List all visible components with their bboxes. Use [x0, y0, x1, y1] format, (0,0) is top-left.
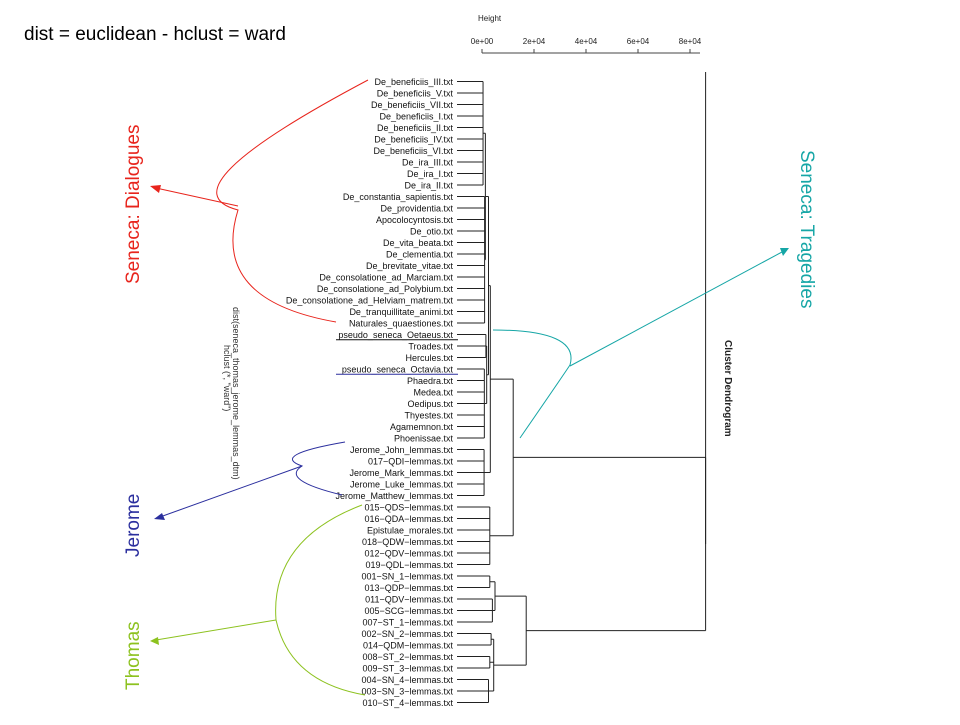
annotation-thomas: Thomas: [123, 621, 144, 690]
leaf-label: 007−ST_1−lemmas.txt: [362, 618, 453, 628]
leaf-label: De_vita_beata.txt: [383, 238, 454, 248]
thomas-bracket: [275, 504, 366, 696]
leaf-label: 017−QDI−lemmas.txt: [368, 457, 454, 467]
leaf-label: De_providentia.txt: [380, 204, 453, 214]
leaf-label: Jerome_John_lemmas.txt: [350, 445, 454, 455]
leaf-label: pseudo_seneca_Octavia.txt: [342, 365, 454, 375]
dialogues-arrow: [155, 187, 239, 207]
tragedies-arrowhead: [780, 248, 789, 256]
annotation-tragedies: Seneca: Tragedies: [796, 150, 817, 308]
leaf-label: 002−SN_2−lemmas.txt: [361, 629, 453, 639]
leaf-label: De_ira_II.txt: [404, 181, 453, 191]
leaf-label: Troades.txt: [408, 342, 453, 352]
annotations: Seneca: Dialogues Seneca: Tragedies Jero…: [123, 79, 817, 696]
leaf-label: De_brevitate_vitae.txt: [366, 261, 454, 271]
height-axis: 0e+00 2e+04 4e+04 6e+04 8e+04 Height: [471, 14, 702, 54]
leaf-label: 003−SN_3−lemmas.txt: [361, 687, 453, 697]
jerome-arrowhead: [154, 513, 165, 520]
leaf-label: De_beneficiis_VI.txt: [373, 146, 453, 156]
leaf-label: De_constantia_sapientis.txt: [343, 192, 454, 202]
thomas-arrow: [155, 619, 277, 641]
leaf-label: pseudo_seneca_Oetaeus.txt: [338, 330, 453, 340]
axis-label: Height: [478, 14, 502, 23]
annotation-jerome: Jerome: [123, 494, 144, 557]
leaf-label: Phaedra.txt: [407, 376, 454, 386]
leaf-label: 011−QDV−lemmas.txt: [365, 595, 453, 605]
jerome-bracket: [291, 441, 346, 496]
leaf-label: De_beneficiis_VII.txt: [371, 100, 454, 110]
leaf-label: 009−ST_3−lemmas.txt: [362, 664, 453, 674]
leaf-label: 008−ST_2−lemmas.txt: [362, 652, 453, 662]
axis-tick-label: 0e+00: [471, 37, 494, 46]
tragedies-bracket: [492, 329, 572, 439]
leaf-labels: De_beneficiis_III.txtDe_beneficiis_V.txt…: [286, 77, 454, 708]
sub-line-2: hclust (*, "ward"): [222, 345, 232, 411]
leaf-label: De_consolatione_ad_Helviam_matrem.txt: [286, 296, 454, 306]
annotation-dialogues: Seneca: Dialogues: [123, 125, 144, 285]
dendrogram-tree: [457, 72, 707, 703]
leaf-label: De_ira_III.txt: [402, 158, 454, 168]
leaf-label: De_beneficiis_V.txt: [377, 89, 454, 99]
chart-meta: Cluster Dendrogram dist(seneca_thomas_je…: [222, 307, 733, 480]
leaf-label: 018−QDW−lemmas.txt: [362, 537, 454, 547]
leaf-label: 014−QDM−lemmas.txt: [363, 641, 454, 651]
leaf-label: 019−QDL−lemmas.txt: [365, 560, 453, 570]
leaf-label: Phoenissae.txt: [394, 434, 454, 444]
chart-title: Cluster Dendrogram: [722, 340, 733, 437]
leaf-label: Naturales_quaestiones.txt: [349, 319, 454, 329]
leaf-label: De_consolatione_ad_Polybium.txt: [317, 284, 454, 294]
thomas-arrowhead: [150, 637, 159, 645]
leaf-label: De_beneficiis_II.txt: [377, 123, 454, 133]
leaf-label: De_beneficiis_IV.txt: [374, 135, 453, 145]
sub-line-1: dist(seneca_thomas_jerome_lemmas_dtm): [231, 307, 241, 480]
leaf-label: De_consolatione_ad_Marciam.txt: [319, 273, 453, 283]
tragedies-arrow: [569, 251, 783, 367]
leaf-label: 001−SN_1−lemmas.txt: [361, 572, 453, 582]
leaf-label: Thyestes.txt: [404, 411, 453, 421]
leaf-label: Jerome_Matthew_lemmas.txt: [335, 491, 453, 501]
leaf-label: 005−SCG−lemmas.txt: [364, 606, 453, 616]
leaf-label: De_beneficiis_I.txt: [379, 112, 453, 122]
leaf-label: Oedipus.txt: [407, 399, 453, 409]
leaf-label: 015−QDS−lemmas.txt: [364, 503, 453, 513]
leaf-underlines: [336, 339, 458, 375]
leaf-label: 012−QDV−lemmas.txt: [364, 549, 453, 559]
leaf-label: De_clementia.txt: [386, 250, 454, 260]
axis-tick-label: 2e+04: [523, 37, 546, 46]
axis-tick-label: 4e+04: [575, 37, 598, 46]
leaf-label: De_otio.txt: [410, 227, 454, 237]
leaf-label: 010−ST_4−lemmas.txt: [362, 698, 453, 708]
leaf-label: De_beneficiis_III.txt: [374, 77, 453, 87]
leaf-label: 016−QDA−lemmas.txt: [364, 514, 453, 524]
leaf-label: De_tranquillitate_animi.txt: [349, 307, 453, 317]
leaf-label: Jerome_Mark_lemmas.txt: [349, 468, 453, 478]
leaf-label: 004−SN_4−lemmas.txt: [361, 675, 453, 685]
leaf-label: Agamemnon.txt: [390, 422, 454, 432]
axis-tick-label: 8e+04: [679, 37, 702, 46]
leaf-label: Hercules.txt: [405, 353, 453, 363]
leaf-label: Medea.txt: [413, 388, 453, 398]
leaf-label: 013−QDP−lemmas.txt: [364, 583, 453, 593]
leaf-label: Epistulae_morales.txt: [367, 526, 454, 536]
leaf-label: Apocolocyntosis.txt: [376, 215, 454, 225]
leaf-label: Jerome_Luke_lemmas.txt: [350, 480, 454, 490]
axis-tick-label: 6e+04: [627, 37, 650, 46]
leaf-label: De_ira_I.txt: [407, 169, 454, 179]
jerome-arrow: [159, 465, 303, 518]
dialogues-bracket: [216, 79, 369, 323]
dialogues-arrowhead: [150, 185, 161, 193]
slide-title: dist = euclidean - hclust = ward: [24, 24, 286, 45]
